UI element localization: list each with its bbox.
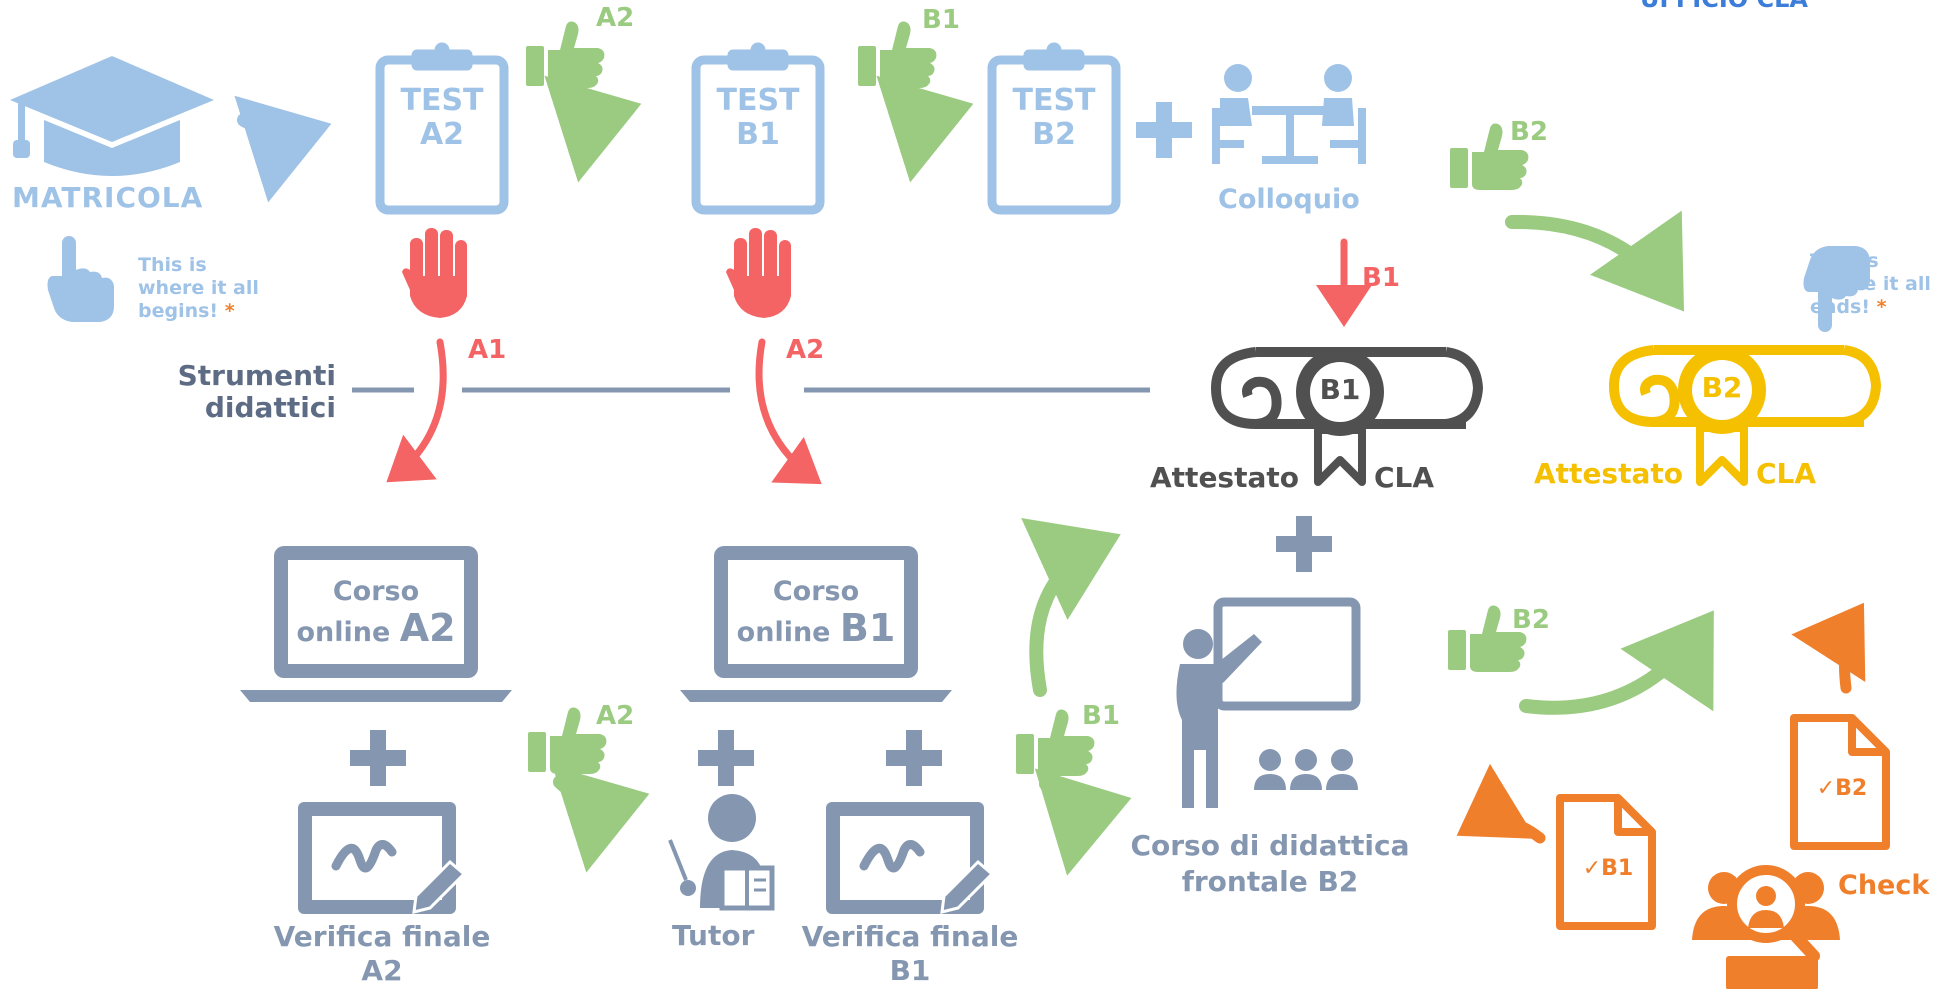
colloquio-label: Colloquio [1218, 184, 1360, 215]
arrow-start-to-test-a2 [234, 95, 332, 203]
corso-online-b1-label: Corso online B1 [736, 576, 896, 650]
thumb-label-b2: B2 [1510, 117, 1548, 147]
tablet-verifica-a2-icon [298, 802, 464, 914]
thumb-label-a2-lower: A2 [596, 701, 635, 731]
plus-icon [1136, 102, 1192, 158]
attestato-b1-right-label: CLA [1374, 461, 1435, 494]
attestato-b1-badge-label: B1 [1319, 373, 1361, 406]
plus-icon [698, 730, 754, 786]
tutor-icon [668, 794, 775, 911]
stop-hand-icon [726, 228, 791, 318]
arrow-verifica-b1-to-corso-frontale [1034, 768, 1132, 876]
header-title: UFFICIO CLA [1640, 0, 1808, 14]
arrow-verifica-a2-to-corso-b1 [552, 765, 650, 873]
begin-note: This is where it all begins! * [138, 254, 259, 322]
arrow-test-b1-to-b2 [876, 75, 974, 183]
stop-label-a1: A1 [468, 335, 507, 365]
matricola-label: MATRICOLA [12, 181, 204, 214]
badge-b2-icon [1678, 346, 1766, 486]
doc-b2-label: ✓B2 [1816, 776, 1868, 801]
arrow-test-a2-to-b1 [544, 75, 642, 183]
arrow-verifica-b1-to-attestato-b1 [1021, 518, 1121, 697]
check-label: Check [1838, 870, 1930, 901]
attestato-b1-left-label: Attestato [1150, 461, 1299, 494]
arrow-b1-fail-to-corso-b1 [755, 338, 822, 485]
check-people-icon [1692, 865, 1840, 989]
corso-online-a2-label: Corso online A2 [296, 576, 456, 650]
thumb-label-b2-lower: B2 [1512, 605, 1550, 635]
interview-icon [1212, 64, 1366, 164]
tablet-verifica-b1-icon [826, 802, 992, 914]
graduation-cap-icon [10, 56, 214, 176]
stop-label-a2: A2 [786, 335, 825, 365]
plus-icon [886, 730, 942, 786]
plus-icon [1276, 516, 1332, 572]
doc-b1-label: ✓B1 [1582, 856, 1634, 881]
thumb-label-b1-lower: B1 [1082, 701, 1120, 731]
badge-b1-icon [1296, 348, 1384, 486]
arrow-check-to-attestato-b2 [1791, 602, 1866, 694]
attestato-b2-badge-label: B2 [1701, 371, 1743, 404]
tutor-label: Tutor [672, 919, 755, 952]
plus-icon [350, 730, 406, 786]
arrow-corso-frontale-to-attestato-b2 [1519, 610, 1714, 715]
stop-hand-icon [402, 228, 467, 318]
arrow-check-to-corso-frontale [1456, 763, 1546, 844]
stop-label-b1: B1 [1362, 263, 1400, 293]
arrow-colloquio-to-attestato-b2 [1505, 210, 1685, 312]
attestato-b2-left-label: Attestato [1534, 457, 1683, 490]
pointing-hand-icon [47, 236, 114, 322]
thumb-label-a2: A2 [596, 3, 635, 33]
thumb-label-b1: B1 [922, 5, 960, 35]
thumbs-up-icon [526, 21, 605, 88]
end-note: This is where it all ends! * [1810, 250, 1931, 318]
thumbs-up-icon [528, 707, 607, 774]
attestato-b2-right-label: CLA [1756, 457, 1817, 490]
arrow-a2-fail-to-corso-a2 [386, 338, 447, 483]
classroom-icon [1176, 597, 1361, 808]
